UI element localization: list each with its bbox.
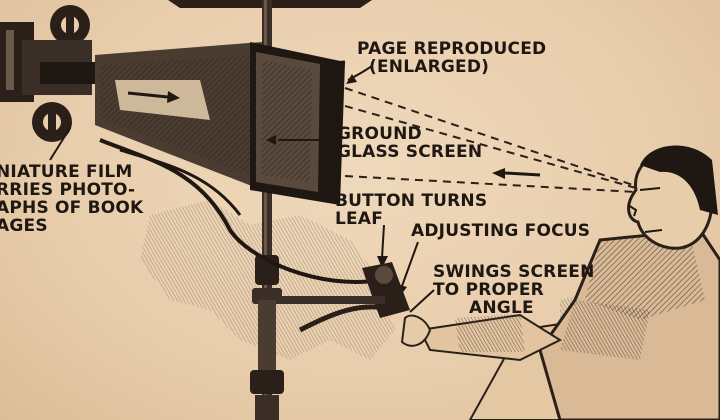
- label-ground-glass-screen: GROUND GLASS SCREEN: [337, 125, 482, 161]
- sight-lines: [344, 87, 637, 193]
- label-adjusting-focus-line1: ADJUSTING FOCUS: [411, 221, 591, 241]
- label-button-turns-leaf: BUTTON TURNS LEAF: [335, 192, 487, 228]
- label-button-turns-line2: LEAF: [335, 209, 384, 229]
- seated-reader: [400, 145, 720, 420]
- label-miniature-film-line2: RRIES PHOTO-: [0, 180, 136, 200]
- label-miniature-film-line4: AGES: [0, 216, 48, 236]
- label-swings-screen-line2: TO PROPER: [433, 280, 544, 300]
- label-miniature-film-line1: NIATURE FILM: [0, 162, 133, 182]
- label-page-reproduced-line2: (ENLARGED): [369, 57, 490, 77]
- projector-head: [0, 22, 100, 102]
- label-swings-screen: SWINGS SCREEN TO PROPER ANGLE: [433, 263, 595, 317]
- label-swings-screen-line3: ANGLE: [469, 298, 534, 318]
- label-ground-glass-line1: GROUND: [337, 124, 422, 144]
- arrow-icon: [492, 168, 541, 179]
- label-miniature-film-line3: APHS OF BOOK: [0, 198, 144, 218]
- label-page-reproduced-line1: PAGE REPRODUCED: [357, 39, 547, 59]
- label-adjusting-focus: ADJUSTING FOCUS: [411, 222, 590, 240]
- label-ground-glass-line2: GLASS SCREEN: [337, 142, 483, 162]
- film-reel-icon: [32, 5, 90, 142]
- label-button-turns-line1: BUTTON TURNS: [335, 191, 488, 211]
- label-swings-screen-line1: SWINGS SCREEN: [433, 262, 595, 282]
- label-page-reproduced: PAGE REPRODUCED (ENLARGED): [357, 40, 546, 76]
- control-handle: [280, 262, 410, 333]
- label-miniature-film: NIATURE FILM RRIES PHOTO- APHS OF BOOK A…: [0, 163, 143, 235]
- arrow-icon: [127, 91, 180, 103]
- viewer-box-icon: [250, 42, 346, 205]
